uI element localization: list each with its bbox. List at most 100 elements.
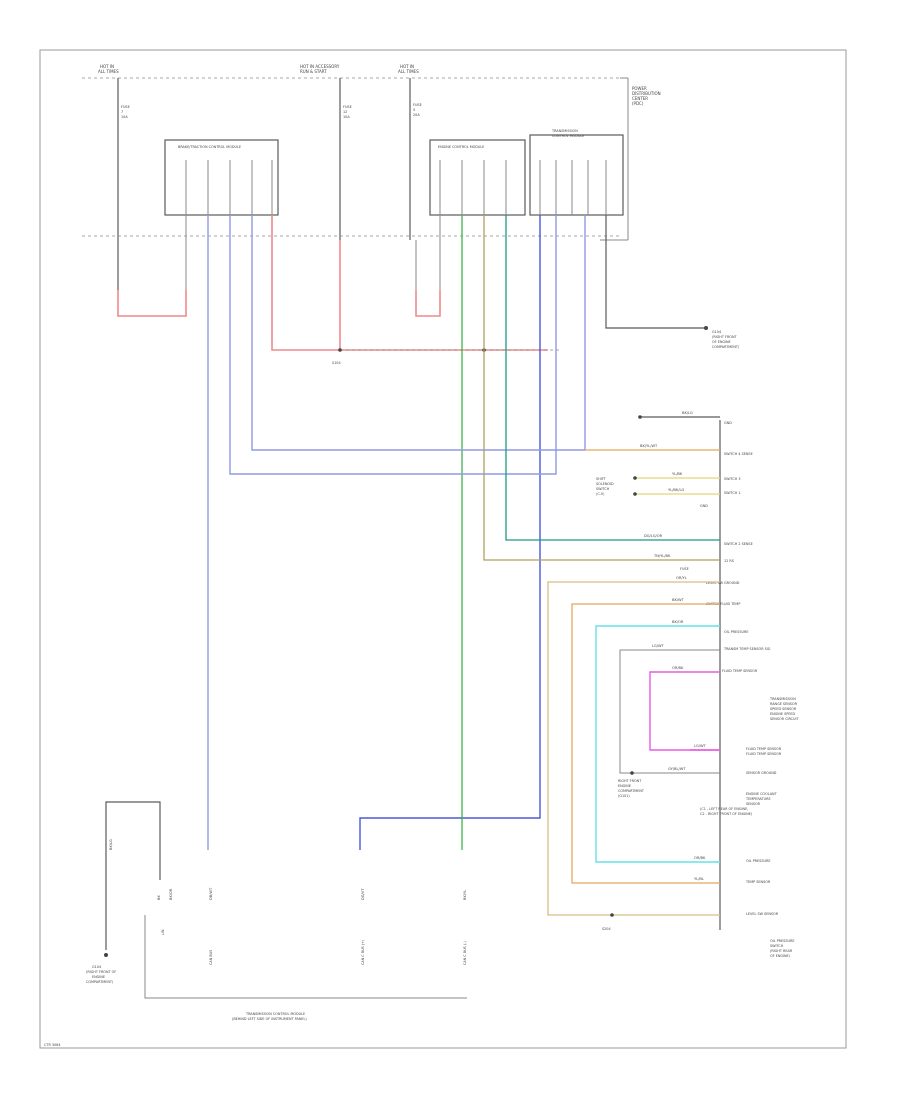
pin-bottom-2: CAN C BUS (+) [361,939,365,965]
svg-text:FLUID TEMP SENSOR: FLUID TEMP SENSOR [746,752,782,756]
sensor-2-a: ENGINE COOLANT [746,792,778,796]
wire-gray-1 [619,649,720,774]
fuse-c-2: 5 [413,108,415,112]
wire-bottom-5: BK/YL [463,890,467,900]
diagram-frame [39,49,847,1049]
wire-lbl-2: YL/BK [672,472,683,476]
module-bottom-2: (BEHIND LEFT SIDE OF INSTRUMENT PANEL) [232,1017,307,1021]
relay-left-box [164,139,279,216]
ground-right-3: OF ENGINE [712,340,731,344]
fuse-c-3: 20A [413,113,420,117]
wire-bottom-3: BK/OR [169,888,173,900]
svg-text:SWITCH 2 SENSE: SWITCH 2 SENSE [724,542,753,546]
wire-magenta [649,671,720,751]
svg-text:OIL PRESSURE: OIL PRESSURE [724,630,748,634]
hot-right-1: HOT IN [400,64,414,69]
relay-mid-box [429,139,526,216]
pin-bottom-1: LIN [161,929,165,935]
wire-lbl-14: YL/BL [694,877,704,881]
svg-text:SWITCH 3: SWITCH 3 [724,477,741,481]
wire-cyan [595,625,720,863]
footer-code: CTR 3064 [44,1043,61,1047]
wire-lbl-4: DG/LG/OR [644,534,663,538]
fuse-a-1: FUSE [121,105,130,109]
wire-bottom-4: DG/VT [361,888,365,900]
shift-dot-2 [633,492,637,496]
relay-mid-label: ENGINE CONTROL MODULE [438,145,484,149]
sensor-1-a: TRANSMISSION [769,697,796,701]
wire-lbl-6: OR/YL [676,576,687,580]
relay-left-label: BRAKE/TRACTION CONTROL MODULE [178,145,241,149]
svg-text:TRANSM TEMP SENSOR SIG: TRANSM TEMP SENSOR SIG [723,647,771,651]
svg-text:SWITCH FLUID TEMP: SWITCH FLUID TEMP [706,602,740,606]
ground-right-1: G104 [712,330,721,334]
sensor-2-d: (C1 - LEFT REAR OF ENGINE, [700,807,748,811]
wire-lblue-2 [229,215,557,475]
wire-lbl-12: LG/WT [694,744,707,748]
wire-bottom-2: DB/WT [209,887,213,900]
shift-sol-2: SOLENOID [596,482,614,486]
pin-bottom-0: CAN BUS [209,950,213,965]
sensor-3-c: (RIGHT REAR [770,949,793,953]
gnd-dot-2 [630,771,634,775]
sensor-1-b: RANGE SENSOR [770,702,798,706]
svg-text:12 RS: 12 RS [724,559,734,563]
svg-text:SWITCH 1: SWITCH 1 [724,491,741,495]
wire-blue-right [359,215,541,850]
wire-olive [483,215,720,561]
svg-text:OIL PRESSURE: OIL PRESSURE [746,859,770,863]
ground-left-4: COMPARTMENT) [86,980,114,984]
fuse-a-2: 7 [121,110,123,114]
sensor-3-d: OF ENGINE) [770,954,791,958]
ground-right-2: (RIGHT FRONT [712,335,738,339]
pin-bottom-3: CAN C BUS (-) [463,941,467,965]
fuse-a-3: 10A [121,115,128,119]
wire-lbl-1: BK/YL/WT [640,444,658,448]
wire-lbl-8: BK/OR [672,620,684,624]
svg-text:SENSOR GROUND: SENSOR GROUND [746,771,777,775]
sensor-2-c: SENSOR [746,802,761,806]
svg-text:TEMP SENSOR: TEMP SENSOR [745,880,771,884]
hot-left-1: HOT IN [100,64,114,69]
sensor-3-a: OIL PRESSURE [770,939,794,943]
relay-left-pins [185,160,273,215]
fuse-b-3: 10A [343,115,350,119]
s204-label: S204 [602,927,611,931]
module-bottom-bracket [144,915,467,999]
relay-mid-pins [439,160,507,215]
fuse-b-1: FUSE [343,105,352,109]
sensor-1-d: ENGINE SPEED [770,712,796,716]
ground-left-2: (RIGHT FRONT OF [86,970,116,974]
ground-pcm-4: (G101) [618,794,630,798]
wire-lbl-10: OR/BK [672,666,684,670]
relay-right-label-2: CONTROL MODULE [552,134,584,138]
hot-mid-2: RUN & START [300,69,327,74]
hot-right-2: ALL TIMES [398,69,419,74]
wire-orange-2 [571,603,720,884]
ground-right-4: COMPARTMENT) [712,345,740,349]
wire-lbl-0: BK/LG [682,411,693,415]
svg-text:LEVEL SW SENSOR: LEVEL SW SENSOR [746,912,779,916]
wire-lbl-7: BK/WT [672,598,685,602]
module-bottom-1: TRANSMISSION CONTROL MODULE [245,1012,305,1016]
wire-lbl-5: TN/YL/BK [653,554,671,558]
ground-bottom-dot [104,953,108,957]
shift-sol-1: SHIFT [596,477,607,481]
sensor-2-e: C2 - RIGHT FRONT OF ENGINE) [700,812,753,816]
wire-red-loop-mid [415,290,441,317]
wire-red-loop-left [117,290,187,317]
ground-top-dot [704,326,708,330]
wire-teal [505,215,720,541]
wire-lbl-3: YL/BK/LG [668,488,684,492]
svg-text:FLUID TEMP SENSOR: FLUID TEMP SENSOR [746,747,782,751]
s204-dot [610,913,614,917]
svg-text:FLUID TEMP SENSOR: FLUID TEMP SENSOR [722,669,758,673]
sensor-1-e: SENSOR CIRCUIT [770,717,799,721]
splice-1-label: S104 [332,361,341,365]
svg-text:GND: GND [700,504,708,508]
relay-right-pins [539,160,607,215]
wire-lbl-9: LG/WT [652,644,665,648]
fuse-box-3: CENTER [632,96,648,101]
wire-lblue-1 [251,215,586,451]
